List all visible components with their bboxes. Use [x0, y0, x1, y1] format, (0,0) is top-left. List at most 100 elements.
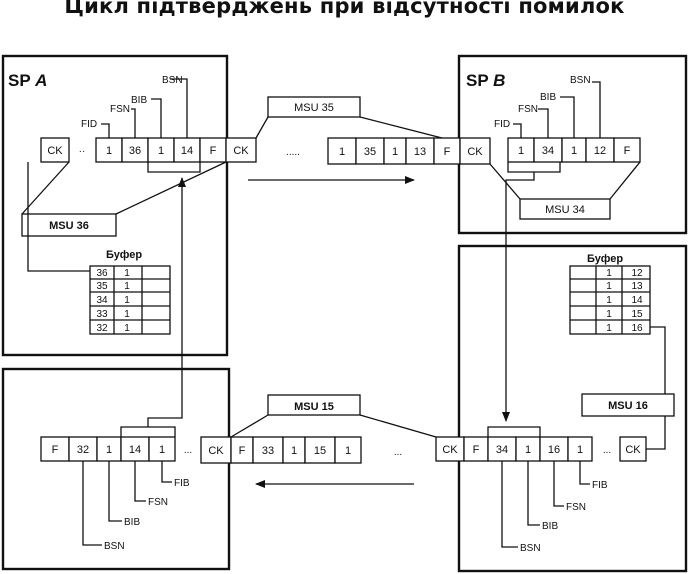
- svg-text:CK: CK: [233, 145, 249, 157]
- fsn-field: [355, 137, 385, 165]
- ck-field: [459, 137, 491, 165]
- sp-b-label: SP B: [466, 71, 505, 90]
- ellipsis: ··: [79, 146, 86, 157]
- svg-text:CK: CK: [442, 444, 458, 456]
- fib-field: [148, 436, 176, 462]
- msu-15-label: MSU 15: [294, 401, 334, 413]
- svg-text:16: 16: [631, 323, 643, 334]
- buffer-row: 1: [606, 295, 612, 306]
- bib-label: BIB: [131, 95, 147, 106]
- bsn-label: BSN: [520, 543, 541, 554]
- bsn-field: [405, 137, 435, 165]
- svg-text:CK: CK: [467, 146, 483, 158]
- svg-text:12: 12: [631, 268, 643, 279]
- ellipsis: ...: [184, 445, 192, 456]
- ellipsis: ...: [603, 445, 611, 456]
- fsn-label: FSN: [518, 104, 538, 115]
- fib-label: FIB: [174, 478, 190, 489]
- bib-field: [147, 137, 175, 163]
- sp-b-lower-panel: [457, 244, 688, 573]
- svg-text:13: 13: [414, 146, 426, 158]
- arrow-b-down: [502, 172, 535, 422]
- fid-label: FID: [494, 119, 510, 130]
- bib-label: BIB: [540, 92, 556, 103]
- svg-text:1: 1: [124, 323, 130, 334]
- sp-a-bottom-frame: F 32 1 14 1 ... FIB FSN BIB BSN: [40, 426, 192, 552]
- bib-field: [515, 436, 541, 462]
- bsn-label: BSN: [570, 75, 591, 86]
- sp-a-top-frame: CK ·· 1 36 1 14 F CK BSN BIB FSN FID: [40, 75, 257, 173]
- svg-text:1: 1: [339, 146, 345, 158]
- svg-text:35: 35: [364, 146, 376, 158]
- buffer-b: 1 12 1 13 1 14 1 15 1 16: [569, 265, 651, 335]
- bib-label: BIB: [124, 517, 140, 528]
- buffer-row: 1: [606, 281, 612, 292]
- svg-text:32: 32: [77, 444, 89, 456]
- msu-34-label: MSU 34: [545, 204, 585, 216]
- msu-34-box: [519, 198, 611, 220]
- bsn-field: [173, 137, 201, 163]
- dots: .....: [286, 147, 300, 158]
- msu-15-box: [267, 394, 361, 416]
- svg-text:12: 12: [594, 145, 606, 157]
- svg-text:F: F: [210, 145, 217, 157]
- svg-text:15: 15: [631, 309, 643, 320]
- svg-text:34: 34: [542, 145, 554, 157]
- svg-text:16: 16: [548, 444, 560, 456]
- svg-text:F: F: [444, 146, 451, 158]
- svg-text:F: F: [624, 145, 631, 157]
- buffer-row: 32: [96, 323, 108, 334]
- buffer-row: 1: [606, 309, 612, 320]
- mid-bottom-frame: CK F 33 1 15 1 ...: [200, 436, 402, 464]
- sp-b-bottom-frame: CK F 34 1 16 1 ... CK FIB FSN BIB BSN: [435, 426, 647, 554]
- bib-label: BIB: [542, 521, 558, 532]
- svg-text:14: 14: [129, 444, 141, 456]
- ck-field: [225, 137, 257, 163]
- sp-a-lower-panel: [1, 367, 231, 571]
- buffer-b-title: Буфер: [587, 253, 623, 265]
- sp-a-label: SP A: [8, 71, 47, 90]
- sp-a-panel: [1, 54, 229, 357]
- svg-text:1: 1: [124, 309, 130, 320]
- fid-label: FID: [81, 119, 97, 130]
- svg-text:1: 1: [518, 145, 524, 157]
- buffer-row: 34: [96, 295, 108, 306]
- svg-text:1: 1: [392, 146, 398, 158]
- fib-field: [334, 436, 362, 464]
- svg-text:15: 15: [314, 445, 326, 457]
- fsn-label: FSN: [148, 497, 168, 508]
- svg-text:1: 1: [571, 145, 577, 157]
- ck-field: [200, 436, 232, 464]
- fid-field: [327, 137, 357, 165]
- svg-text:1: 1: [124, 295, 130, 306]
- fsn-label: FSN: [566, 502, 586, 513]
- msu-36-label: MSU 36: [49, 220, 89, 232]
- svg-text:CK: CK: [47, 145, 63, 157]
- buffer-row: 36: [96, 268, 108, 279]
- bsn-field: [585, 137, 615, 163]
- buffer-row: 33: [96, 309, 108, 320]
- svg-text:14: 14: [181, 145, 193, 157]
- svg-text:1: 1: [124, 281, 130, 292]
- svg-text:1: 1: [525, 444, 531, 456]
- buffer-row: 35: [96, 281, 108, 292]
- msu-16-box: [581, 393, 675, 417]
- ck-field: [40, 137, 70, 163]
- flag-field: [433, 137, 461, 165]
- msu-36-box: [21, 213, 117, 237]
- svg-text:CK: CK: [208, 445, 224, 457]
- svg-text:F: F: [473, 444, 480, 456]
- buffer-a-title: Буфер: [106, 249, 142, 261]
- ck-field: [619, 436, 647, 462]
- svg-text:1: 1: [159, 444, 165, 456]
- buffer-a: 36 1 35 1 34 1 33 1 32 1: [89, 265, 171, 335]
- svg-text:33: 33: [262, 445, 274, 457]
- bsn-label: BSN: [104, 541, 125, 552]
- flag-field: [613, 137, 641, 163]
- ellipsis: ...: [394, 447, 402, 458]
- ck-field: [435, 436, 465, 462]
- svg-text:1: 1: [158, 145, 164, 157]
- svg-text:1: 1: [291, 445, 297, 457]
- diagram-title: Цикл підтверджень при відсутності помило…: [64, 0, 625, 18]
- svg-text:13: 13: [631, 281, 643, 292]
